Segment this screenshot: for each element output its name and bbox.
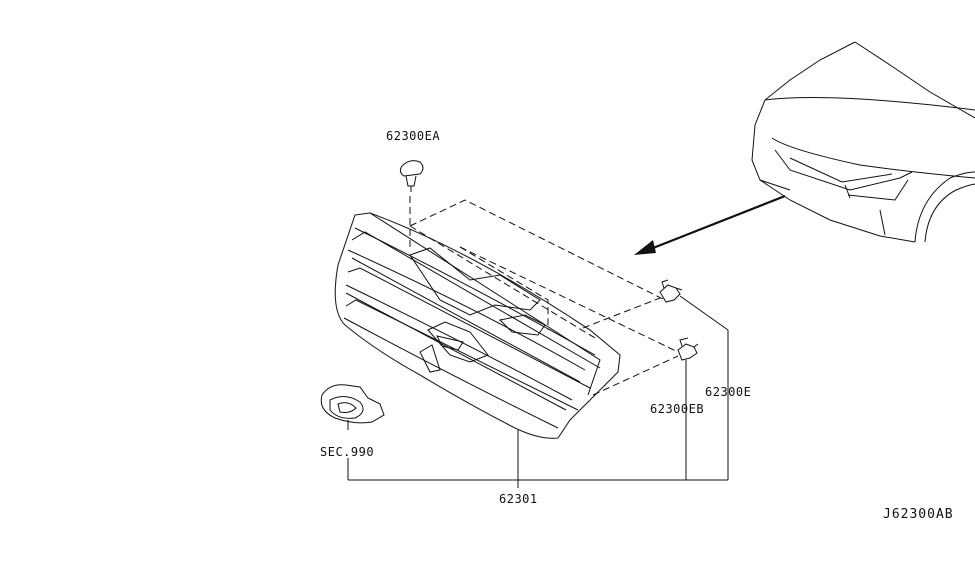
callout-62300eb: 62300EB <box>650 402 705 416</box>
dashed-reference-lines <box>409 196 679 396</box>
clip-62300e-illustration <box>659 279 683 303</box>
emblem-illustration <box>320 384 385 430</box>
front-grille-illustration <box>334 212 621 439</box>
leader-lines <box>347 295 729 488</box>
direction-arrow <box>634 194 786 255</box>
callout-62301: 62301 <box>499 492 538 506</box>
callout-sec-990: SEC.990 <box>320 445 375 459</box>
callout-62300e: 62300E <box>705 385 752 399</box>
vehicle-front-illustration <box>751 41 975 243</box>
callout-62300ea: 62300EA <box>386 129 441 143</box>
clip-62300eb-illustration <box>677 337 699 361</box>
drawing-id: J62300AB <box>883 507 954 522</box>
clip-62300ea-illustration <box>399 160 424 192</box>
